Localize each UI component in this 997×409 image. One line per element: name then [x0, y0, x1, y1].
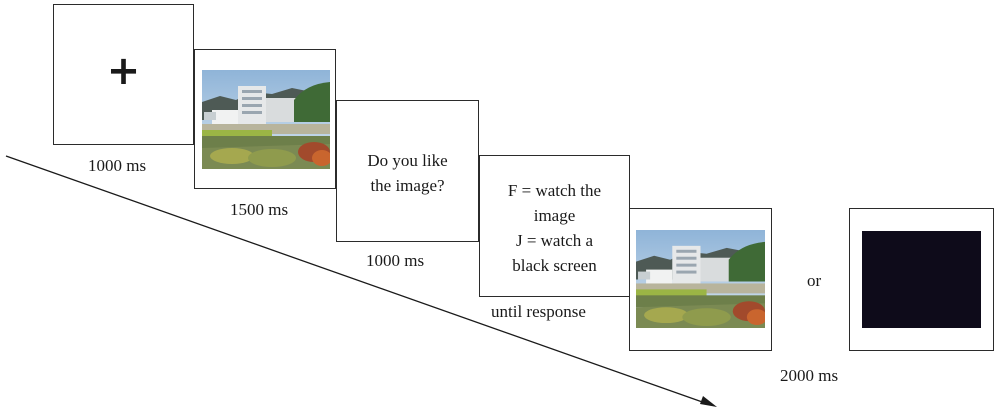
response-line-4: black screen [512, 256, 597, 275]
question-line-1: Do you like [367, 151, 448, 170]
response-line-2: image [533, 206, 576, 225]
outcome-duration-label: 2000 ms [780, 366, 839, 385]
outcome-black-frame [849, 208, 994, 351]
response-line-3: J = watch a [515, 231, 594, 250]
response-line-1: F = watch the [507, 181, 602, 200]
response-prompt-text: F = watch the image J = watch a black sc… [480, 178, 629, 278]
image-display-duration-label: 1500 ms [230, 200, 289, 219]
fixation-duration-label: 1000 ms [88, 156, 147, 175]
question-line-2: the image? [370, 176, 445, 195]
outcome-image-frame [629, 208, 772, 351]
building-photo-repeat [636, 230, 765, 328]
question-text: Do you like the image? [337, 148, 478, 198]
building-photo [202, 70, 330, 169]
black-screen [862, 231, 981, 328]
fixation-cross: + [106, 48, 141, 94]
or-connector: or [807, 271, 822, 290]
question-frame: Do you like the image? [336, 100, 479, 242]
response-prompt-frame: F = watch the image J = watch a black sc… [479, 155, 630, 297]
fixation-frame: + [53, 4, 194, 145]
response-duration-label: until response [491, 302, 586, 321]
question-duration-label: 1000 ms [366, 251, 425, 270]
image-display-frame [194, 49, 336, 189]
